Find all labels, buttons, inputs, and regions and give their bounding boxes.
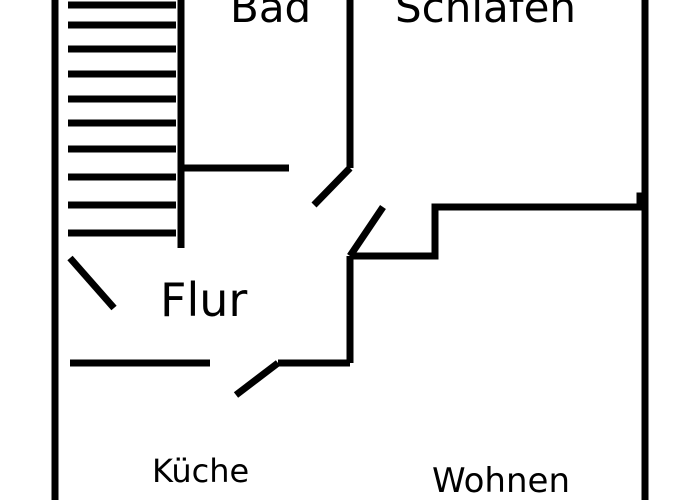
door-schlafen [347, 205, 386, 258]
door-flur-left [67, 255, 117, 311]
door-kueche [233, 360, 281, 398]
room-label-schlafen: Schlafen [395, 0, 576, 32]
room-label-kueche: Küche [152, 452, 249, 490]
room-label-bad: Bad [230, 0, 311, 32]
staircase [68, 0, 185, 248]
door-bad [311, 165, 353, 208]
room-label-wohnen: Wohnen [432, 461, 570, 500]
room-label-flur: Flur [160, 273, 247, 327]
wall-schlafen-wohnen [350, 192, 645, 260]
